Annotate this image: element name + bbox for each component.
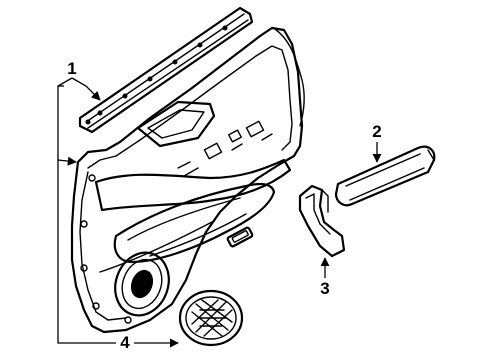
callout-4: 4 — [57, 333, 179, 352]
armrest-pad-part — [334, 145, 436, 207]
callout-4-label: 4 — [120, 333, 130, 352]
belt-molding-part — [78, 6, 254, 134]
callout-2-label: 2 — [372, 122, 381, 141]
door-trim-panel-part — [70, 26, 305, 334]
callout-3: 3 — [320, 257, 330, 298]
callout-3-label: 3 — [320, 279, 329, 298]
speaker-grille-part — [178, 289, 244, 347]
pull-handle-part — [298, 184, 346, 258]
callout-1: 1 — [57, 59, 101, 336]
callout-1-label: 1 — [67, 59, 76, 78]
callout-2: 2 — [372, 122, 382, 163]
